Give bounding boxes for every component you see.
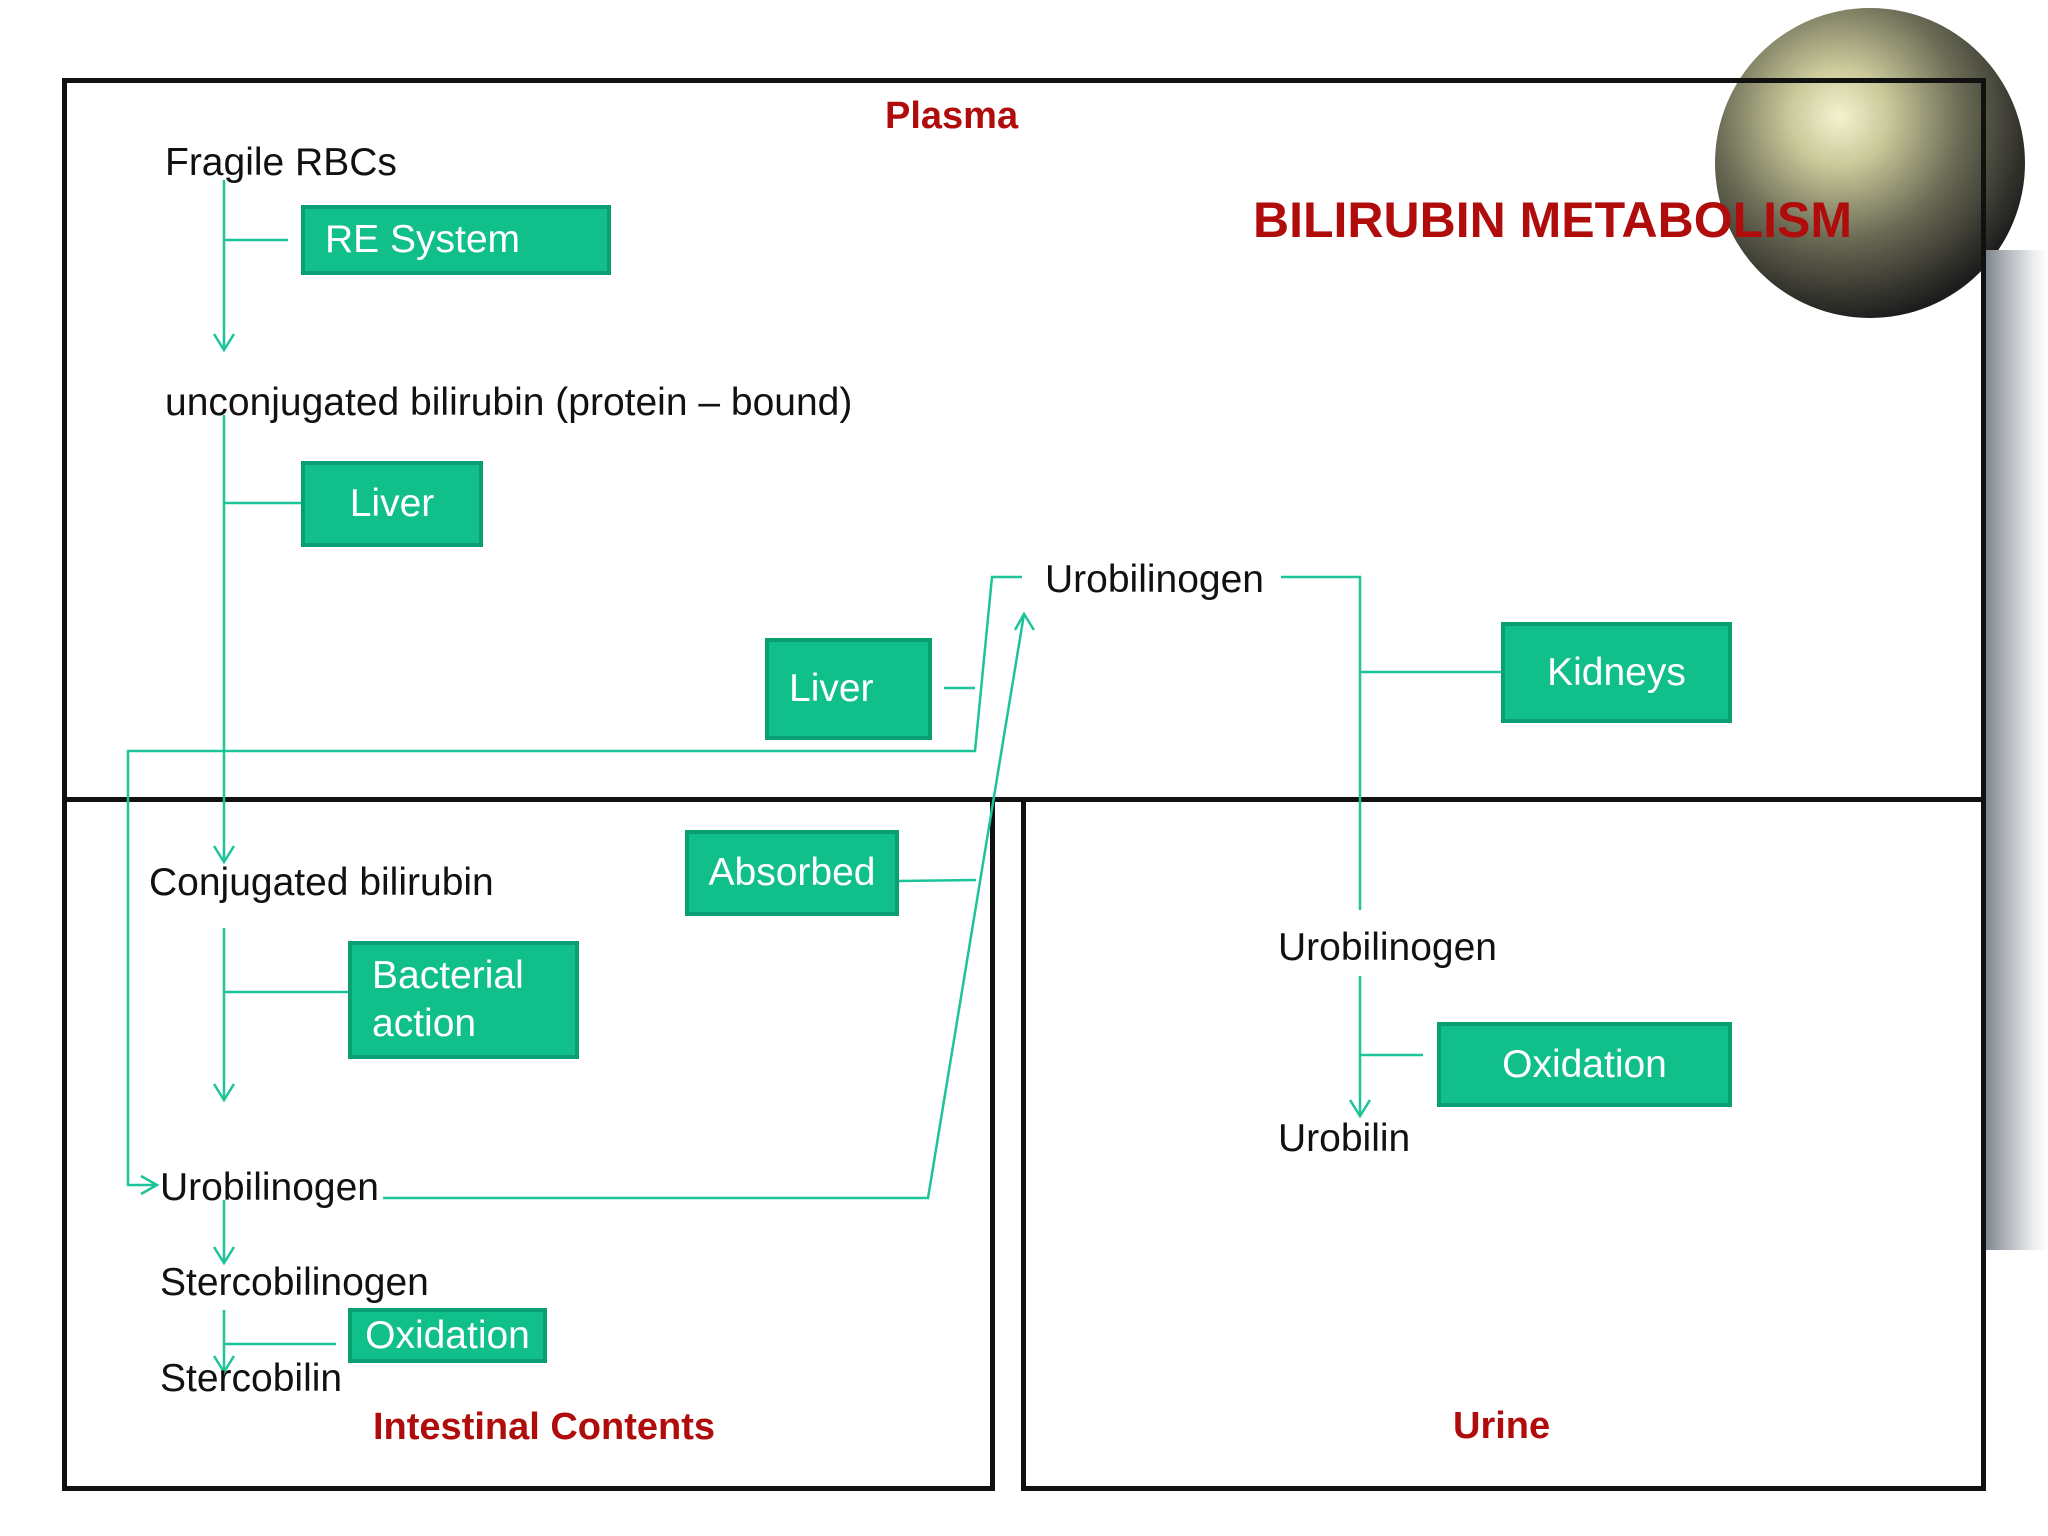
box-oxidation-intestine: Oxidation	[348, 1308, 547, 1363]
label-urobilinogen-urine: Urobilinogen	[1278, 926, 1497, 969]
box-re-system: RE System	[301, 205, 611, 275]
label-urobilinogen-intestine: Urobilinogen	[160, 1166, 379, 1209]
globe-decoration	[1715, 8, 2025, 318]
box-liver-1: Liver	[301, 461, 483, 547]
box-liver-2: Liver	[765, 638, 932, 740]
arrowhead-conjugated	[212, 845, 236, 865]
flow-plasma-urobilinogen-to-intestine	[126, 575, 1022, 1187]
box-kidneys: Kidneys	[1501, 622, 1732, 723]
region-title-plasma: Plasma	[885, 95, 1019, 137]
box-bacterial-action: Bacterial action	[348, 941, 579, 1059]
sidebar-decoration	[1985, 250, 2048, 1250]
region-title-intestinal: Intestinal Contents	[373, 1406, 716, 1448]
flow-intestine-absorbed-to-plasma	[383, 613, 1026, 1200]
label-urobilinogen-plasma: Urobilinogen	[1045, 558, 1264, 601]
label-unconjugated-bilirubin: unconjugated bilirubin (protein – bound)	[165, 381, 853, 424]
arrowhead-stercobilinogen	[212, 1246, 236, 1266]
arrowhead-plasma-urobilinogen	[1013, 611, 1036, 631]
label-conjugated-bilirubin: Conjugated bilirubin	[149, 861, 494, 904]
arrowhead-urobilinogen	[212, 1083, 236, 1103]
label-stercobilinogen: Stercobilinogen	[160, 1261, 429, 1304]
label-stercobilin: Stercobilin	[160, 1357, 343, 1400]
branch-absorbed	[898, 878, 977, 883]
label-fragile-rbcs: Fragile RBCs	[165, 141, 397, 184]
arrowhead-intestine-urobilinogen	[140, 1174, 160, 1196]
urine-region	[1021, 797, 1986, 1491]
intestinal-region	[62, 797, 995, 1491]
page-title: BILIRUBIN METABOLISM	[1253, 192, 1853, 248]
arrowhead-urobilin	[1348, 1099, 1372, 1119]
label-urobilin: Urobilin	[1278, 1117, 1411, 1160]
flow-plasma-to-urine	[1281, 575, 1362, 910]
box-absorbed: Absorbed	[685, 830, 899, 916]
arrowhead-stercobilin	[212, 1355, 236, 1375]
region-title-urine: Urine	[1453, 1405, 1551, 1447]
box-oxidation-urine: Oxidation	[1437, 1022, 1732, 1107]
arrowhead-unconjugated	[212, 333, 236, 353]
